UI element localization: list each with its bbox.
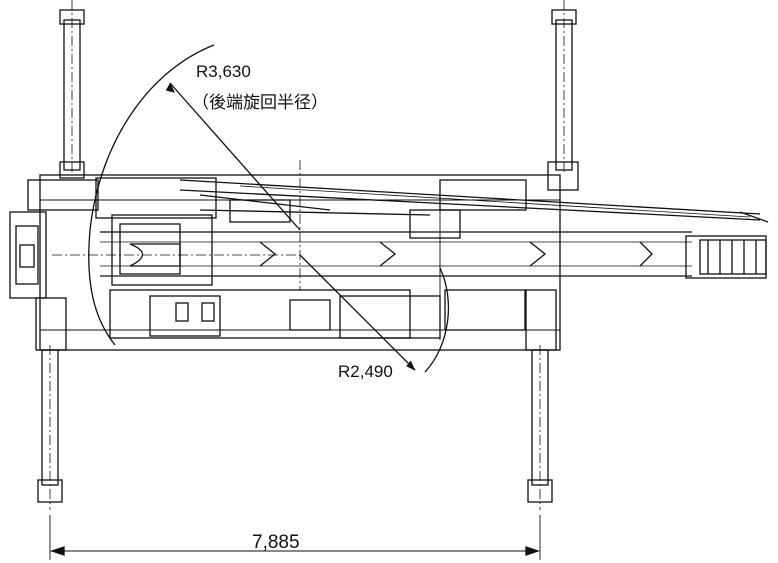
outrigger-top-left	[59, 0, 85, 179]
front-radius-leader	[299, 254, 416, 371]
outrigger-span-label: 7,885	[252, 532, 300, 553]
dimension-line	[49, 515, 541, 560]
outrigger-bottom-right	[525, 289, 557, 510]
jib	[179, 179, 769, 239]
tail-swing-radius-arc	[88, 44, 215, 346]
cab	[685, 235, 767, 279]
outrigger-top-right	[547, 0, 579, 191]
tail-radius-note: （後端旋回半径）	[192, 93, 328, 113]
tail-radius-label: R3,630	[196, 62, 251, 81]
main-boom	[100, 231, 692, 277]
front-swing-radius-arc	[424, 267, 450, 373]
tail-radius-leader	[169, 82, 301, 231]
front-radius-label: R2,490	[338, 362, 393, 381]
